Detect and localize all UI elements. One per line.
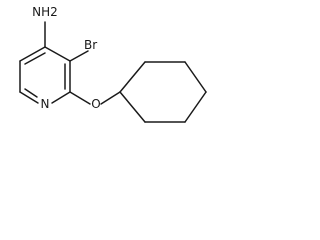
bromine-label: Br [84,38,97,52]
bond-c2-o [69,91,91,105]
ring-nitrogen-label: N [41,97,50,111]
bond-c4-c3 [44,46,71,62]
ether-oxygen-label: O [91,97,100,111]
bond-c2-n1 [51,91,71,104]
bond-n1-c6-inner [24,88,38,98]
bond-c5-c4-inner [24,52,46,65]
cyclohexyl-ring [119,61,207,123]
bond-cy3 [184,61,207,93]
amine-label: NH2 [32,5,58,19]
bond-cy6 [119,91,146,123]
bond-n1-c6 [19,91,39,104]
bond-cy1 [119,61,146,93]
chemical-structure: NH2 Br N O [19,5,207,123]
bond-c5-c4 [19,46,46,62]
bond-o-ch [100,91,121,105]
bond-cy4 [184,91,207,123]
pyridine-ring [19,46,71,104]
bond-c3-br [69,50,89,62]
